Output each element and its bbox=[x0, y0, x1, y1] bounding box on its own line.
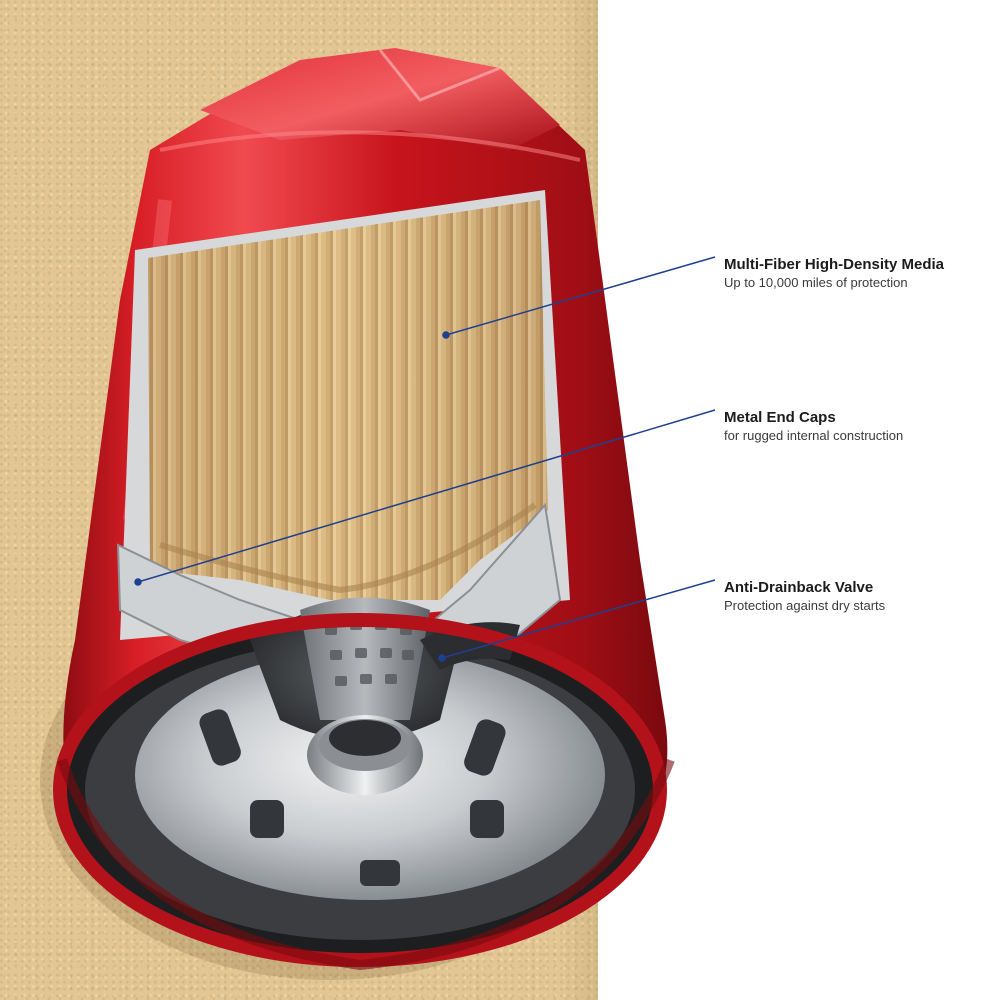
callout-end-caps: Metal End Caps for rugged internal const… bbox=[724, 408, 903, 445]
callout-subtitle: Protection against dry starts bbox=[724, 598, 886, 613]
callout-title: Anti-Drainback Valve bbox=[724, 579, 874, 596]
callout-filter-media: Multi-Fiber High-Density Media Up to 10,… bbox=[724, 255, 944, 292]
callout-title: Multi-Fiber High-Density Media bbox=[724, 256, 945, 273]
callout-drainback-valve: Anti-Drainback Valve Protection against … bbox=[724, 578, 885, 615]
callout-subtitle: for rugged internal construction bbox=[724, 428, 904, 443]
callout-subtitle: Up to 10,000 miles of protection bbox=[724, 275, 908, 290]
callout-title: Metal End Caps bbox=[724, 409, 836, 426]
